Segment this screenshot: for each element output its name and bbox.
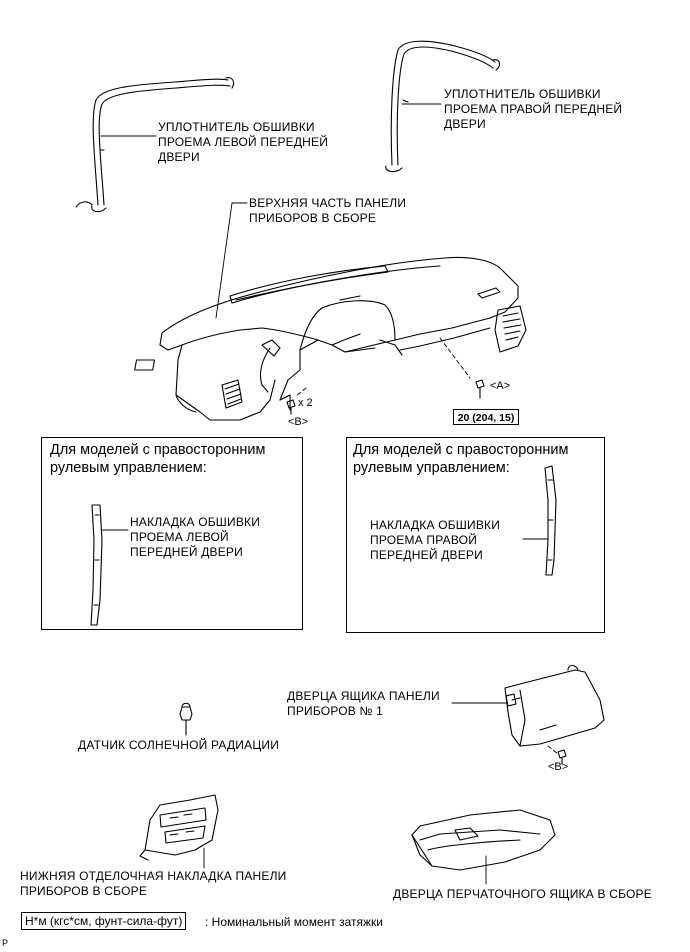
corner-mark: P xyxy=(2,938,9,948)
left-door-trim-label: НАКЛАДКА ОБШИВКИ ПРОЕМА ЛЕВОЙ ПЕРЕДНЕЙ Д… xyxy=(130,515,261,559)
glovebox-drawing xyxy=(411,809,556,871)
legend-unit-box: Н*м (кгс*см, фунт-сила-фут) xyxy=(21,912,187,930)
instrument-panel-drawing xyxy=(134,256,527,421)
clip-a-label: <A> xyxy=(490,380,511,392)
glove-door-no1-label: ДВЕРЦА ЯЩИКА ПАНЕЛИ ПРИБОРОВ № 1 xyxy=(287,689,440,718)
leader-clip-a xyxy=(439,337,471,379)
note-box-left xyxy=(41,437,303,630)
left-door-trim-drawing xyxy=(90,504,103,626)
torque-value: 20 (204, 15) xyxy=(453,409,519,425)
note-box-left-title: Для моделей с правосторонним рулевым упр… xyxy=(50,442,266,476)
glovebox-label: ДВЕРЦА ПЕРЧАТОЧНОГО ЯЩИКА В СБОРЕ xyxy=(393,887,652,901)
clip-b-label: <B> xyxy=(288,416,309,428)
leader-clip-b xyxy=(295,387,307,397)
upper-panel-label: ВЕРХНЯЯ ЧАСТЬ ПАНЕЛИ ПРИБОРОВ В СБОРЕ xyxy=(249,196,407,225)
right-weatherstrip-label: УПЛОТНИТЕЛЬ ОБШИВКИ ПРОЕМА ПРАВОЙ ПЕРЕДН… xyxy=(444,87,623,131)
clip-b2-label: <B> xyxy=(548,761,569,773)
glove-door-no1-drawing xyxy=(504,664,605,747)
clip-count-label: x 2 xyxy=(298,397,313,409)
clip-a-fastener xyxy=(475,379,485,399)
left-weatherstrip-drawing xyxy=(75,77,235,213)
lower-finish-panel-label: НИЖНЯЯ ОТДЕЛОЧНАЯ НАКЛАДКА ПАНЕЛИ ПРИБОР… xyxy=(20,869,287,898)
leader-clip-b2 xyxy=(547,745,559,755)
solar-sensor-label: ДАТЧИК СОЛНЕЧНОЙ РАДИАЦИИ xyxy=(78,738,280,752)
solar-sensor-drawing xyxy=(179,702,193,736)
lower-finish-panel-drawing xyxy=(139,794,219,861)
clip-b-fastener xyxy=(286,399,296,415)
right-door-trim-label: НАКЛАДКА ОБШИВКИ ПРОЕМА ПРАВОЙ ПЕРЕДНЕЙ … xyxy=(370,518,501,562)
left-weatherstrip-label: УПЛОТНИТЕЛЬ ОБШИВКИ ПРОЕМА ЛЕВОЙ ПЕРЕДНЕ… xyxy=(158,120,329,164)
leader-upper-panel xyxy=(215,202,248,319)
right-weatherstrip-drawing xyxy=(385,40,501,173)
note-box-right xyxy=(346,437,605,633)
right-door-trim-drawing xyxy=(544,465,557,576)
clip-b2-fastener xyxy=(557,749,567,765)
note-box-right-title: Для моделей с правосторонним рулевым упр… xyxy=(353,442,569,476)
legend-text: : Номинальный момент затяжки xyxy=(205,915,383,929)
